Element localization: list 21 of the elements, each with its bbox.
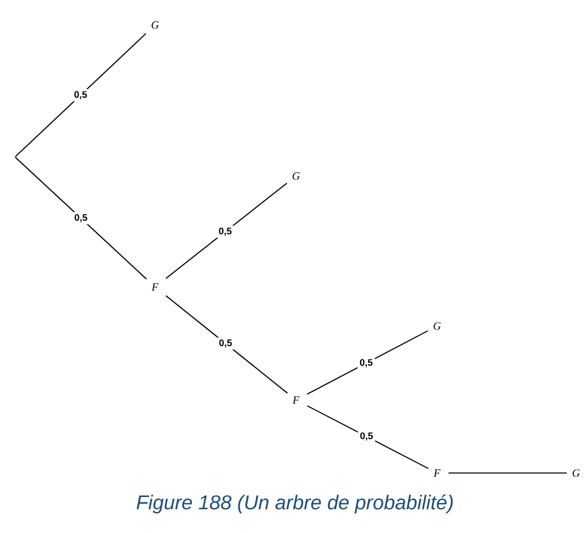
probability-label: 0,5 [72,212,90,224]
probability-label: 0,5 [72,89,90,102]
outcome-label: F [434,469,440,477]
outcome-label: G [152,21,159,29]
branch-line [166,182,288,279]
branch-line [448,472,567,474]
branch-line [14,33,146,158]
branch-line [166,295,288,394]
branch-line [15,156,147,280]
probability-label: 0,5 [216,226,234,238]
outcome-label: G [434,322,441,330]
probability-label: 0,5 [358,430,376,443]
outcome-label: F [292,396,300,404]
branch-line [306,405,429,470]
outcome-label: G [292,172,300,180]
caption: Figure 188 (Un arbre de probabilité) [136,494,453,514]
outcome-label: F [152,283,158,291]
probability-label: 0,5 [358,357,375,370]
probability-label: 0,5 [216,337,234,350]
outcome-label: G [572,469,580,477]
branch-line [306,330,428,395]
